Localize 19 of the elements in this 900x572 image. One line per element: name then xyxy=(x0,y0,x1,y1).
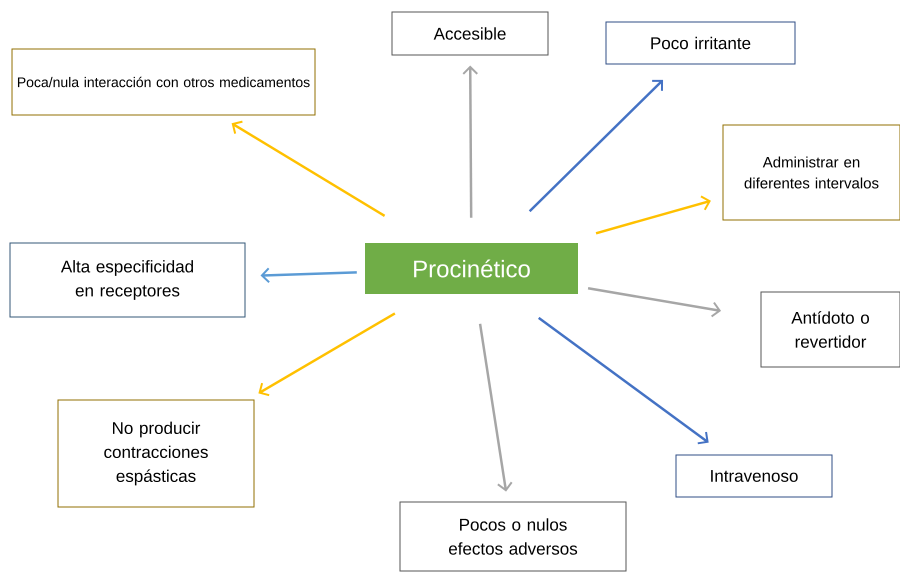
arrow xyxy=(260,268,357,283)
text-box: Pocos o nulos efectos adversos xyxy=(400,502,626,572)
text-box: Antídoto o revertidor xyxy=(760,292,900,368)
arrow xyxy=(462,66,478,218)
arrow xyxy=(528,80,664,212)
arrow xyxy=(588,287,722,318)
text-box: Poca/nula interacción con otros medicamentos xyxy=(12,48,316,116)
arrow xyxy=(478,324,512,492)
arrow xyxy=(232,120,386,217)
text-box: No producir contracciones espásticas xyxy=(58,400,254,508)
text-box: Poco irritante xyxy=(606,22,796,64)
arrow xyxy=(258,312,396,396)
text-box: Accesible xyxy=(392,12,548,56)
text-box: Alta especificidad en receptores xyxy=(10,242,246,318)
arrow xyxy=(596,195,711,234)
title-box: Procinético xyxy=(365,243,578,294)
arrow xyxy=(538,316,709,444)
text-box: Intravenoso xyxy=(676,454,832,498)
text-box: Administrar en diferentes intervalos xyxy=(722,124,900,220)
